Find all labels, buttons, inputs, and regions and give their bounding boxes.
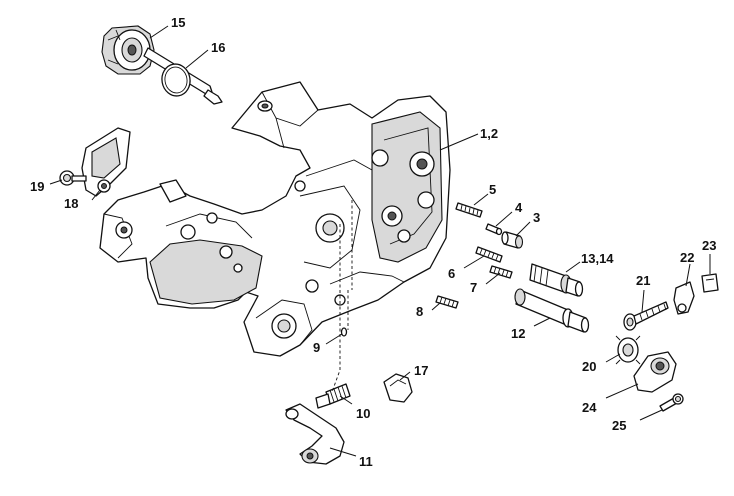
part-5-stud[interactable] (455, 202, 483, 218)
part-7-stud[interactable] (489, 265, 513, 279)
callout-18: 18 (64, 196, 78, 211)
callout-10: 10 (356, 406, 370, 421)
leader-lines (49, 25, 711, 457)
part-10-screw[interactable] (315, 383, 351, 409)
part-23-clip[interactable] (701, 273, 719, 293)
part-12-long-bolt[interactable] (514, 288, 590, 333)
part-6-stud[interactable] (475, 246, 503, 263)
part-17-grommet[interactable] (383, 373, 413, 403)
part-16-o-ring[interactable] (159, 62, 192, 98)
callout-11: 11 (359, 454, 373, 469)
part-4-dowel-pin[interactable] (485, 223, 503, 236)
callout-9: 9 (313, 340, 320, 355)
part-24-housing[interactable] (633, 351, 677, 393)
callout-12: 12 (511, 326, 525, 341)
callout-24: 24 (582, 400, 597, 415)
crankcase-housing[interactable] (99, 81, 451, 357)
part-13-14-collar-bolt[interactable] (529, 263, 584, 297)
callout-7: 7 (470, 280, 477, 295)
callout-19: 19 (30, 179, 44, 194)
callout-3: 3 (533, 210, 540, 225)
part-9-pin[interactable] (340, 327, 348, 337)
callout-6: 6 (448, 266, 455, 281)
callout-15: 15 (171, 15, 185, 30)
callout-21: 21 (636, 273, 650, 288)
part-3-sleeve[interactable] (501, 231, 524, 249)
callout-13-14: 13,14 (581, 251, 614, 266)
callout-20: 20 (582, 359, 596, 374)
callout-4: 4 (515, 200, 523, 215)
callout-labels: 1,2 3 4 5 6 7 8 9 10 11 12 13,14 15 16 1… (30, 15, 716, 469)
part-11-fuel-hose[interactable] (285, 403, 345, 465)
callout-1-2: 1,2 (480, 126, 498, 141)
callout-16: 16 (211, 40, 225, 55)
part-22-lever[interactable] (673, 281, 695, 315)
callout-22: 22 (680, 250, 694, 265)
callout-23: 23 (702, 238, 716, 253)
callout-5: 5 (489, 182, 496, 197)
part-20-pulley[interactable] (615, 335, 641, 365)
part-18-cover-bracket[interactable] (81, 127, 131, 197)
part-19-screw[interactable] (59, 170, 87, 186)
callout-8: 8 (416, 304, 423, 319)
part-21-long-screw[interactable] (623, 301, 669, 331)
part-8-stud[interactable] (435, 295, 459, 309)
callout-25: 25 (612, 418, 626, 433)
callout-17: 17 (414, 363, 428, 378)
part-15-starter-carrier[interactable] (101, 25, 223, 105)
part-25-screw[interactable] (659, 393, 684, 412)
